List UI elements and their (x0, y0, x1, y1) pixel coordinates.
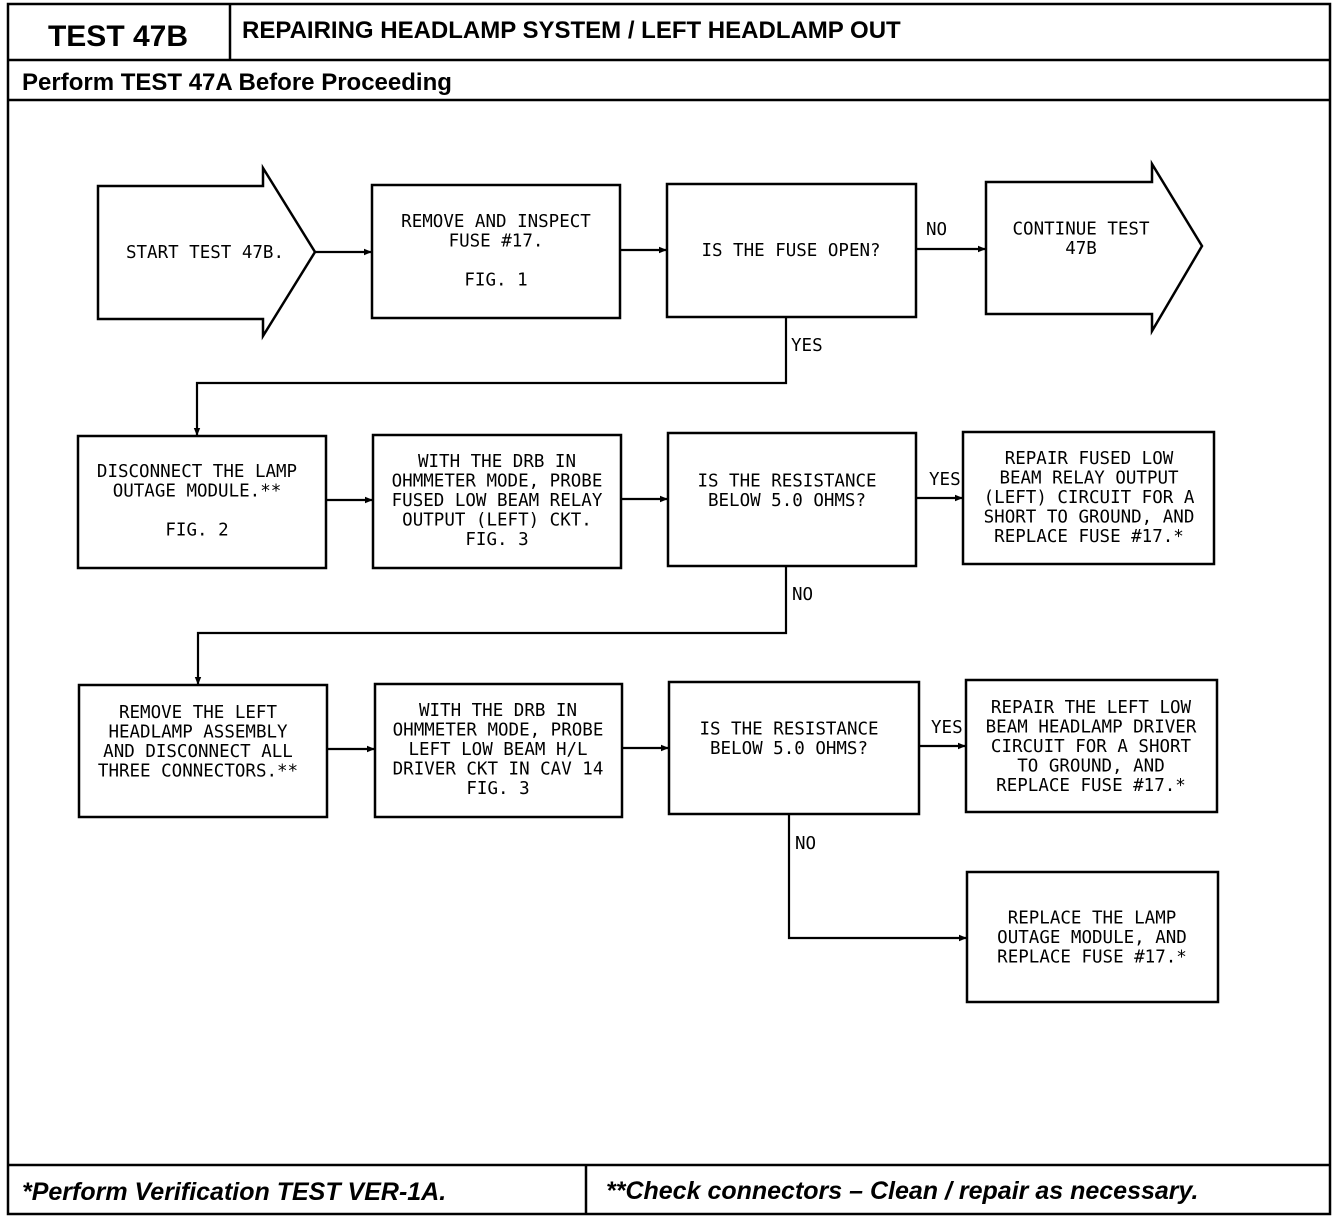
step-text-line: AND DISCONNECT ALL (103, 742, 293, 762)
footer-verification-note: *Perform Verification TEST VER-1A. (22, 1178, 446, 1206)
resistance-1-box (666, 431, 918, 568)
step-text-line: BELOW 5.0 OHMS? (708, 491, 866, 511)
step-text-line: (LEFT) CIRCUIT FOR A (984, 488, 1195, 508)
probe-driver-box (373, 682, 624, 819)
step-text-line: DISCONNECT THE LAMP (97, 462, 297, 482)
replace-module-box (965, 870, 1220, 1004)
branch-label-no-2: NO (792, 585, 813, 605)
step-text-line: REPLACE FUSE #17.* (996, 776, 1186, 796)
step-text-line: BELOW 5.0 OHMS? (710, 739, 868, 759)
step-text-line: REPAIR FUSED LOW (1005, 449, 1174, 469)
step-text-line: 47B (1065, 239, 1097, 259)
step-text-line: FIG. 1 (464, 270, 527, 290)
step-text-line: OHMMETER MODE, PROBE (392, 472, 603, 492)
branch-label-no-1: NO (926, 220, 947, 240)
step-text-line: SHORT TO GROUND, AND (984, 508, 1195, 528)
step-text-line: REPLACE FUSE #17.* (994, 527, 1184, 547)
disconnect-module-box (76, 434, 328, 570)
step-text-line: BEAM RELAY OUTPUT (999, 469, 1179, 489)
test-id: TEST 47B (48, 20, 188, 53)
step-text-line: REMOVE THE LEFT (119, 703, 278, 723)
step-text-line: TO GROUND, AND (1017, 757, 1165, 777)
footer-connectors-note: **Check connectors – Clean / repair as n… (606, 1177, 1198, 1205)
step-text-line: IS THE RESISTANCE (699, 719, 878, 739)
step-text-line: FIG. 2 (165, 520, 228, 540)
connector-no-replace-module (787, 814, 967, 942)
fuse-open-question: IS THE FUSE OPEN? (701, 241, 880, 261)
prerequisite-note: Perform TEST 47A Before Proceeding (22, 69, 452, 96)
connector-no-remove-headlamp (194, 566, 788, 685)
continue-arrow-shape (984, 159, 1204, 336)
step-text-line: OUTPUT (LEFT) CKT. (402, 511, 592, 531)
branch-label-yes-2: YES (929, 470, 961, 490)
step-text-line: WITH THE DRB IN (419, 701, 577, 721)
step-text-line: BEAM HEADLAMP DRIVER (986, 718, 1197, 738)
step-text-line: FUSE #17. (449, 231, 544, 251)
fuse-open-box (665, 182, 918, 319)
step-text-line: IS THE FUSE OPEN? (701, 241, 880, 261)
step-text-line: WITH THE DRB IN (418, 452, 576, 472)
repair-driver-box (964, 678, 1219, 814)
step-text-line: FIG. 3 (465, 530, 528, 550)
step-text-line: CIRCUIT FOR A SHORT (991, 737, 1192, 757)
step-text-line: REMOVE AND INSPECT (401, 212, 591, 232)
step-text-line: CONTINUE TEST (1013, 219, 1150, 239)
branch-label-no-3: NO (795, 834, 816, 854)
branch-label-yes-1: YES (791, 336, 823, 356)
step-text-line: OUTAGE MODULE, AND (997, 928, 1187, 948)
step-text-line: REPAIR THE LEFT LOW (991, 698, 1192, 718)
step-text-line: OHMMETER MODE, PROBE (393, 721, 604, 741)
step-text-line: HEADLAMP ASSEMBLY (108, 722, 288, 742)
step-text-line: THREE CONNECTORS.** (98, 761, 298, 781)
test-title: REPAIRING HEADLAMP SYSTEM / LEFT HEADLAM… (242, 17, 901, 44)
remove-headlamp-box (77, 683, 329, 819)
step-text-line: DRIVER CKT IN CAV 14 (393, 760, 604, 780)
repair-relay-box (961, 430, 1216, 566)
start-step: START TEST 47B. (126, 243, 284, 263)
step-text-line: FUSED LOW BEAM RELAY (392, 491, 603, 511)
remove-fuse-box (370, 183, 622, 320)
step-text-line: REPLACE FUSE #17.* (997, 948, 1187, 968)
step-text-line: OUTAGE MODULE.** (113, 481, 282, 501)
connector-yes-disconnect (193, 317, 788, 436)
step-text-line: IS THE RESISTANCE (697, 471, 876, 491)
step-text-line: LEFT LOW BEAM H/L (408, 740, 587, 760)
start-arrow-shape (96, 163, 317, 341)
resistance-2-box (667, 680, 921, 816)
step-text-line: START TEST 47B. (126, 243, 284, 263)
step-text-line: FIG. 3 (466, 779, 529, 799)
branch-label-yes-3: YES (931, 718, 963, 738)
step-text-line: REPLACE THE LAMP (1008, 909, 1177, 929)
outer-frame (6, 2, 1332, 1216)
probe-relay-box (371, 433, 623, 570)
